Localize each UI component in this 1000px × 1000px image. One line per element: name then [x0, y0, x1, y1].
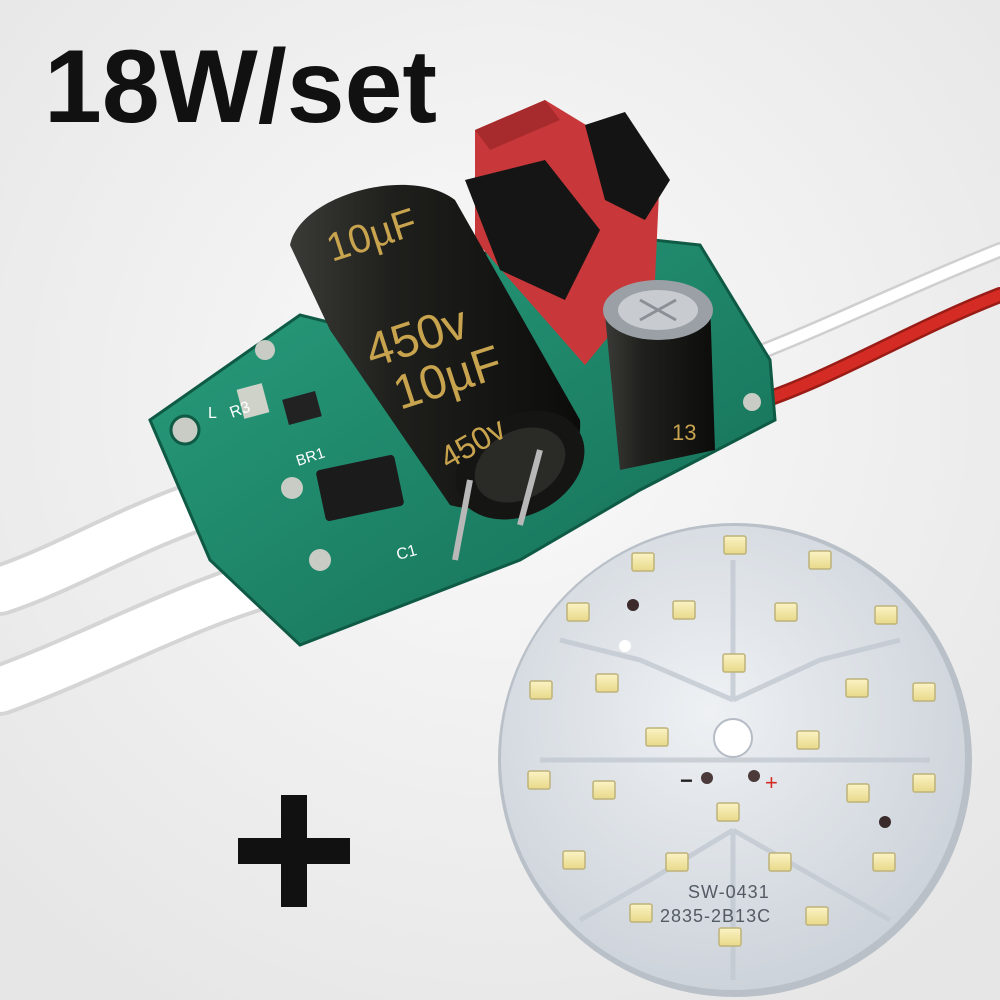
headline: 18W/set	[44, 29, 437, 145]
led-chip	[718, 927, 742, 947]
led-chip	[716, 802, 740, 822]
led-chip	[768, 852, 792, 872]
led-chip	[796, 730, 820, 750]
led-chip	[874, 605, 898, 625]
led-chip	[562, 850, 586, 870]
led-chip	[722, 653, 746, 673]
plus-pad-label: +	[765, 770, 778, 795]
board-model: SW-0431	[688, 882, 770, 902]
center-hole	[713, 718, 753, 758]
small-capacitor: 13	[603, 280, 715, 470]
plus-sign	[238, 795, 350, 907]
output-wires	[732, 242, 1000, 413]
led-chip	[912, 773, 936, 793]
led-chip	[629, 903, 653, 923]
led-chip	[723, 535, 747, 555]
led-chip	[774, 602, 798, 622]
driver-module: R3 BR1 C1 L 10µF 450v 10µF 450v	[148, 100, 777, 647]
led-chip	[527, 770, 551, 790]
led-board: − + SW-0431 2835-2B13C	[498, 523, 972, 997]
led-chips	[527, 535, 936, 947]
led-chip	[808, 550, 832, 570]
label-r3: R3	[228, 399, 253, 422]
led-chip	[631, 552, 655, 572]
led-chip	[645, 727, 669, 747]
led-chip	[872, 852, 896, 872]
label-l: L	[208, 405, 217, 422]
label-c1: C1	[395, 542, 419, 564]
led-chip	[672, 600, 696, 620]
led-chip	[592, 780, 616, 800]
led-chip	[566, 602, 590, 622]
small-capacitor-text: 13	[672, 420, 696, 445]
led-chip	[529, 680, 553, 700]
led-chip	[845, 678, 869, 698]
led-chip	[595, 673, 619, 693]
large-capacitor: 10µF 450v 10µF 450v	[290, 184, 585, 561]
led-chip	[846, 783, 870, 803]
board-code: 2835-2B13C	[660, 906, 771, 926]
bridge-rectifier-chip	[316, 454, 404, 522]
led-chip	[912, 682, 936, 702]
led-chip	[805, 906, 829, 926]
led-chip	[665, 852, 689, 872]
minus-pad-label: −	[680, 768, 693, 793]
